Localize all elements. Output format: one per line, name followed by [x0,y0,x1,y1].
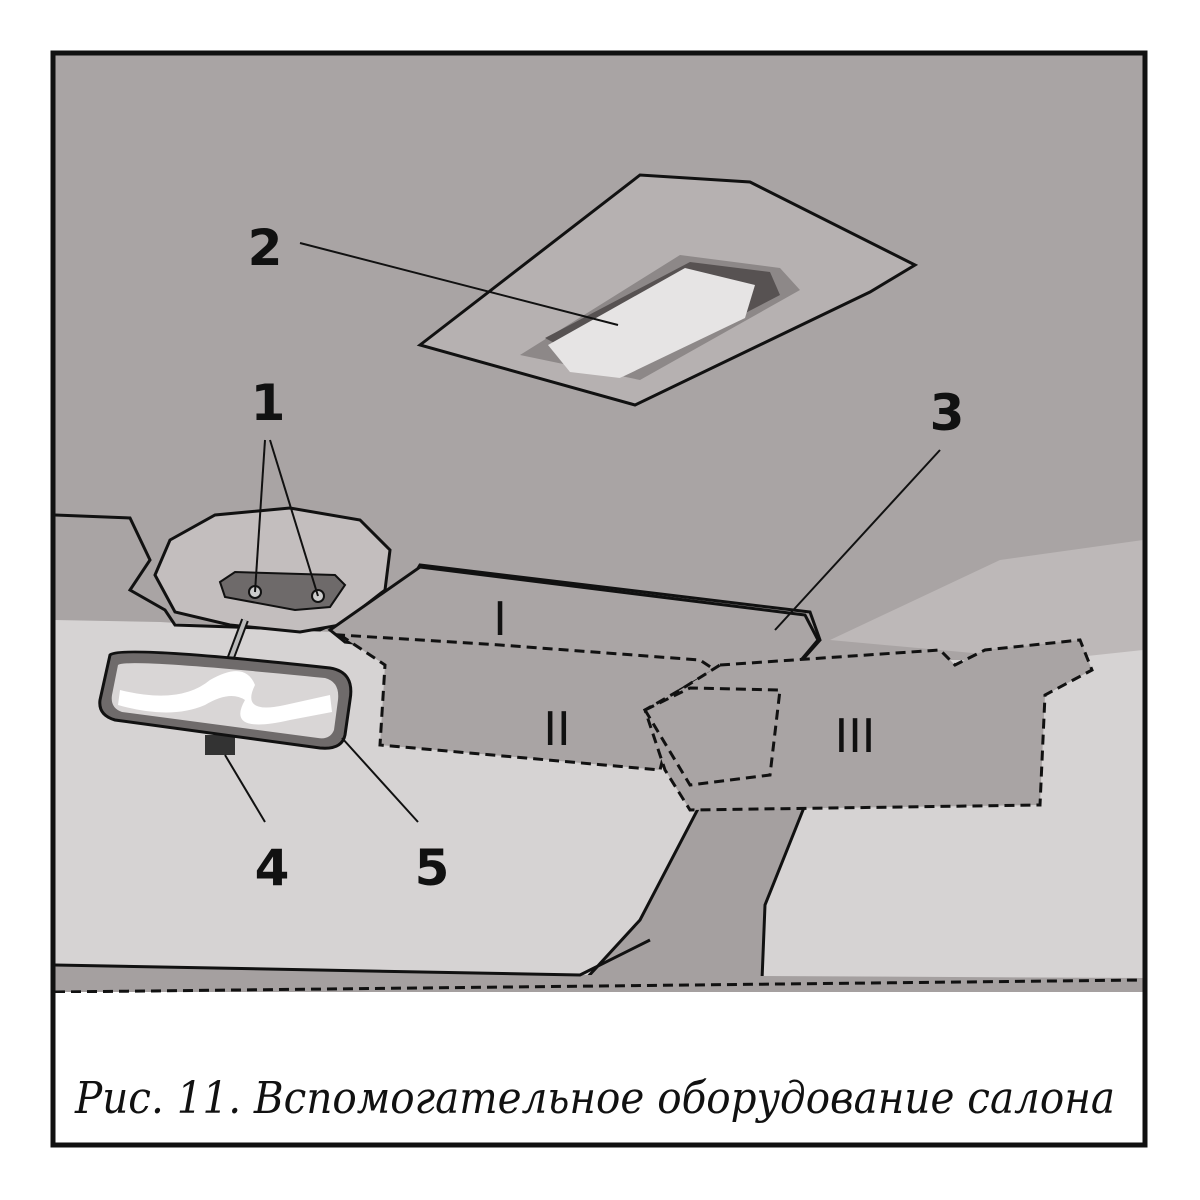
callout-4: 4 [255,839,290,897]
zone-II: II [543,702,570,756]
mirror-mount [205,735,235,755]
figure-caption: Рис. 11. Вспомогательное оборудование са… [74,1073,1115,1124]
dashboard-edge [54,978,1144,994]
zone-I: I [493,592,507,646]
callout-1: 1 [251,374,286,432]
callout-2: 2 [248,219,283,277]
callout-5: 5 [415,839,450,897]
dashboard-strip [55,965,1143,992]
zone-III: III [835,709,876,763]
dome-light-lens [548,268,755,378]
figure-frame [50,50,1148,1148]
callout-3: 3 [930,384,965,442]
leader-lines [224,242,941,823]
roof-edge-shading [830,540,1143,660]
